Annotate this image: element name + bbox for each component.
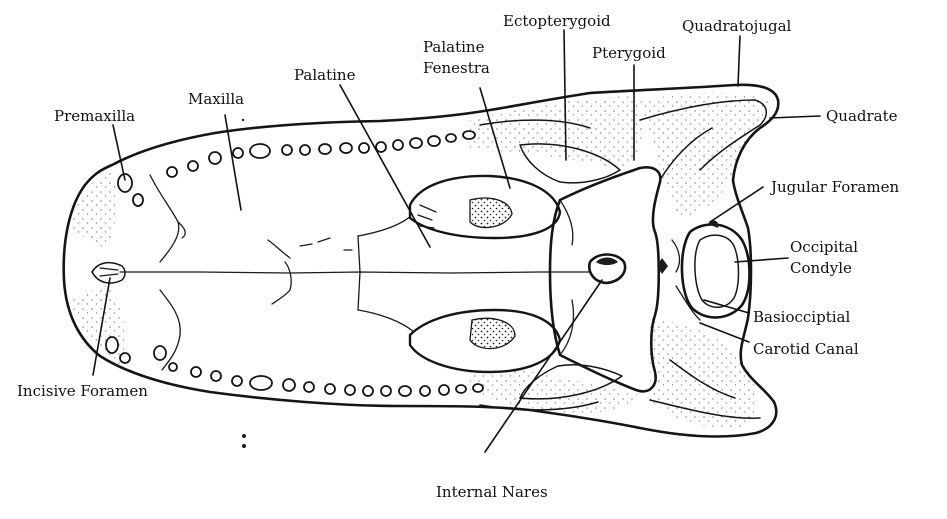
label-basioccipital: Basiocciptial xyxy=(753,308,850,326)
scan-marks xyxy=(242,119,246,448)
label-quadratojugal: Quadratojugal xyxy=(682,17,792,35)
label-carotid-canal: Carotid Canal xyxy=(753,340,859,358)
label-quadrate: Quadrate xyxy=(826,107,898,125)
label-incisive-foramen: Incisive Foramen xyxy=(17,382,148,400)
label-premaxilla: Premaxilla xyxy=(54,107,135,125)
pterygoid-shape xyxy=(550,167,660,391)
label-palatine-fenestra-line1: Palatine xyxy=(423,38,485,56)
palatine-fenestra-lower xyxy=(410,310,560,372)
midline-suture xyxy=(120,272,590,273)
label-palatine: Palatine xyxy=(294,66,356,84)
label-palatine-fenestra-line2: Fenestra xyxy=(423,59,490,77)
label-occipital-condyle-line2: Condyle xyxy=(790,259,852,277)
label-occipital-condyle-line1: Occipital xyxy=(790,238,858,256)
incisive-foramen-shape xyxy=(92,263,125,283)
label-pterygoid: Pterygoid xyxy=(592,44,666,62)
label-ectopterygoid: Ectopterygoid xyxy=(503,12,611,30)
maxilla-palatine-sutures xyxy=(268,215,414,332)
label-jugular-foramen: Jugular Foramen xyxy=(769,178,899,196)
palatine-fenestra-upper xyxy=(410,176,560,238)
internal-nares-shape xyxy=(589,255,625,284)
label-internal-nares: Internal Nares xyxy=(436,483,548,501)
label-maxilla: Maxilla xyxy=(188,90,244,108)
